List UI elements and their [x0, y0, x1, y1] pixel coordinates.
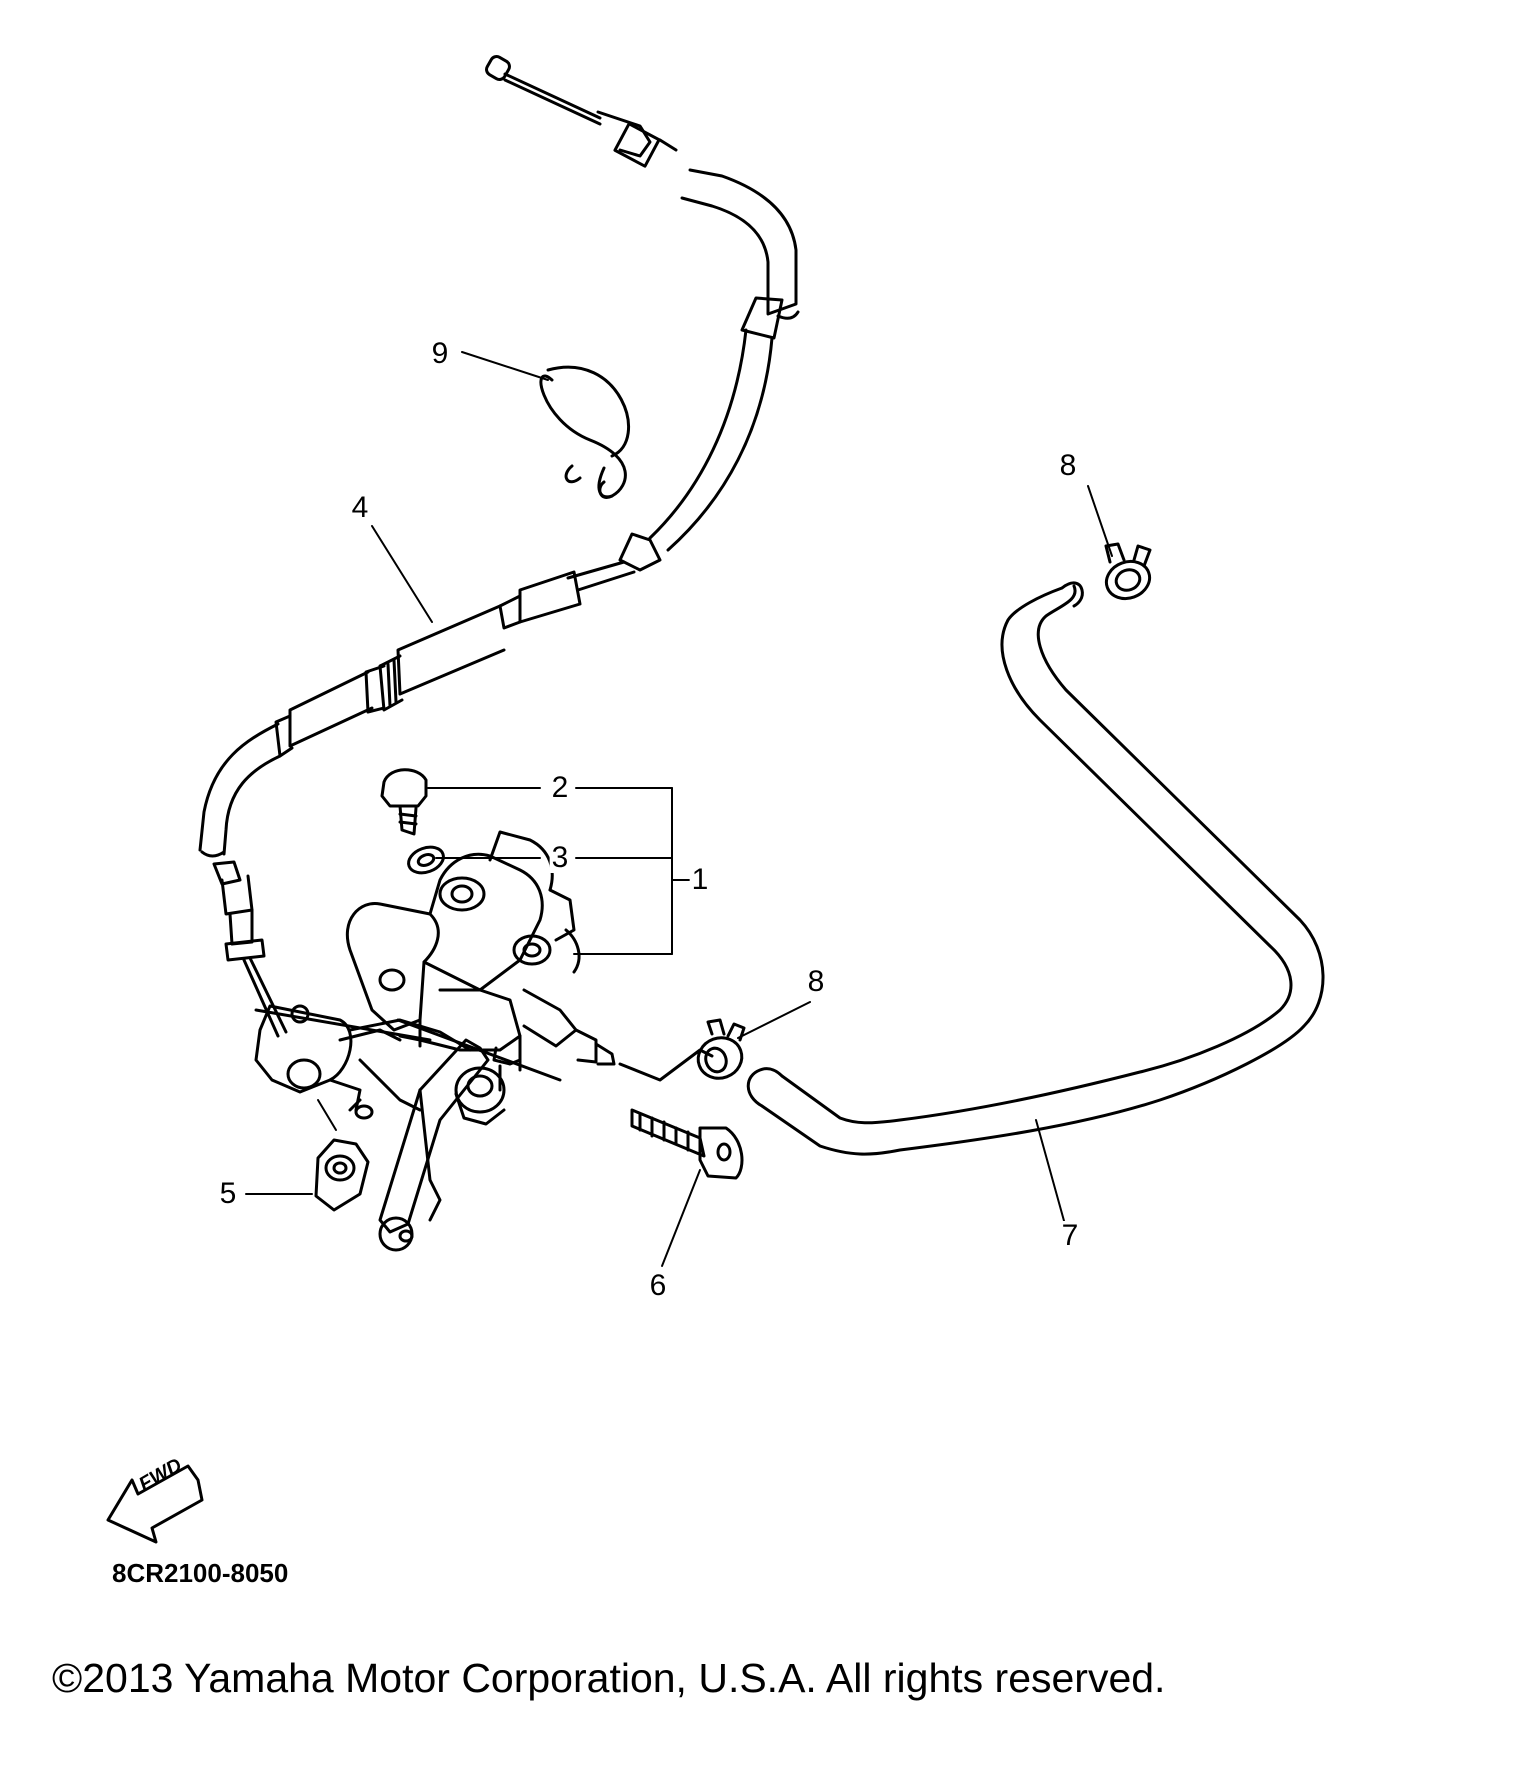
oil-hose [618, 581, 1325, 1156]
oil-pump-assembly [254, 830, 616, 1252]
callout-5: 5 [217, 1177, 239, 1210]
callout-9: 9 [429, 337, 451, 370]
nut [314, 1138, 370, 1212]
callout-7: 7 [1059, 1219, 1081, 1252]
callout-2: 2 [549, 771, 571, 804]
copyright-notice: ©2013 Yamaha Motor Corporation, U.S.A. A… [52, 1655, 1166, 1701]
leader-lines [245, 351, 1113, 1267]
drawing-code: 8CR2100-8050 [112, 1558, 289, 1588]
callout-1: 1 [689, 863, 711, 896]
hose-clip-lower [696, 1018, 746, 1080]
washer [407, 845, 445, 875]
callout-4: 4 [349, 491, 371, 524]
oil-pump-cable [198, 55, 800, 1038]
callout-8-lower: 8 [805, 965, 827, 998]
bolt [380, 768, 428, 836]
fwd-arrow-icon [106, 1464, 204, 1544]
screw [630, 1108, 744, 1180]
cable-clip [539, 365, 630, 499]
callout-8-upper: 8 [1057, 449, 1079, 482]
callout-3: 3 [549, 841, 571, 874]
hose-clip-upper [1104, 542, 1152, 601]
callout-6: 6 [647, 1269, 669, 1302]
